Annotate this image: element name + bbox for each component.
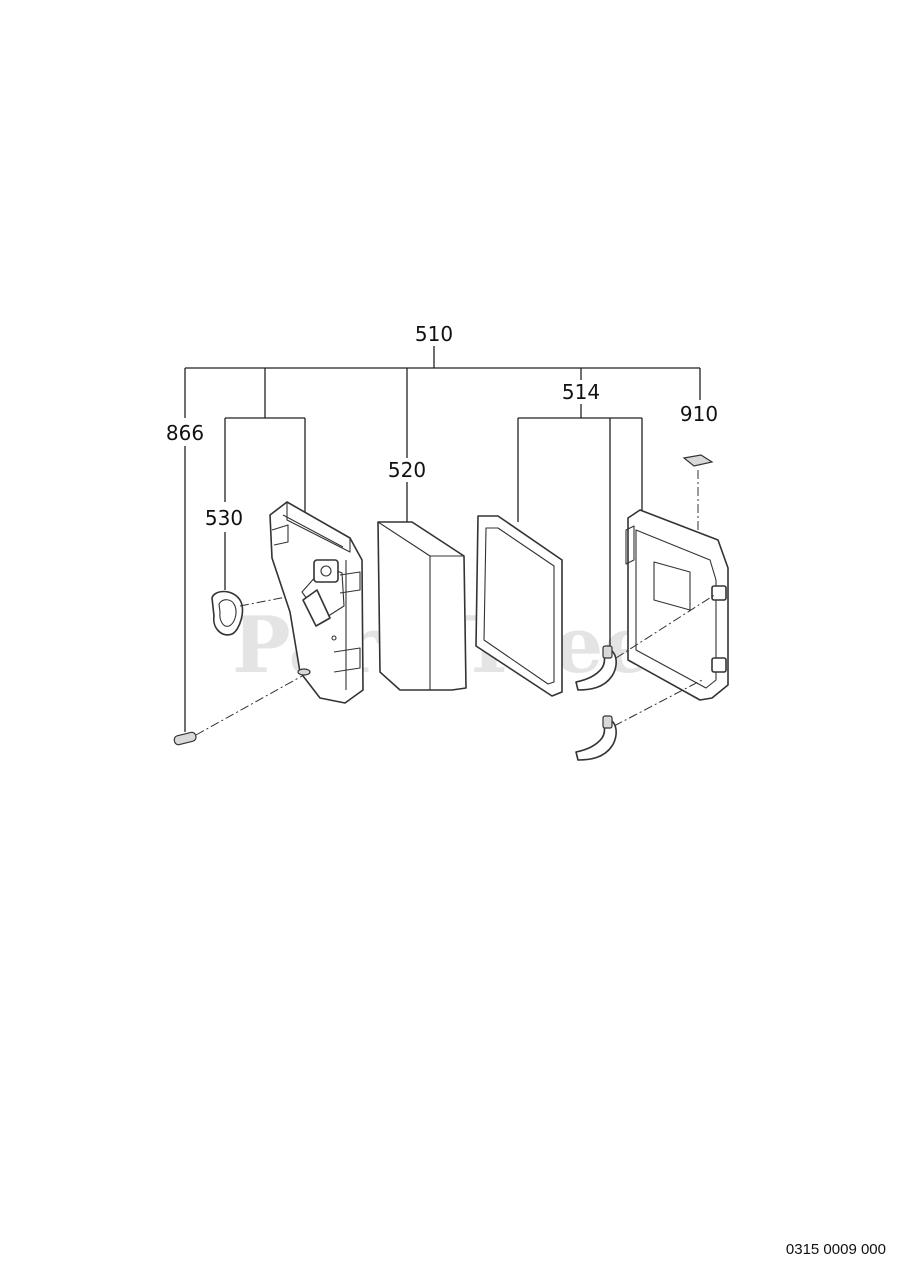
leader-lines <box>184 346 701 732</box>
foam-element-part <box>377 521 467 691</box>
callout-910: 910 <box>680 402 718 426</box>
drawing-code: 0315 0009 000 <box>785 1241 886 1258</box>
pin-part <box>173 675 303 746</box>
callout-530: 530 <box>205 506 243 530</box>
clip-parts <box>575 645 617 761</box>
callout-510: 510 <box>415 322 453 346</box>
air-cleaner-cover-part <box>613 509 729 727</box>
filter-frame-part <box>475 515 563 697</box>
air-cleaner-base-part <box>269 501 364 704</box>
callout-866: 866 <box>166 421 204 445</box>
label-part <box>682 454 714 530</box>
callout-514: 514 <box>562 380 600 404</box>
callout-520: 520 <box>388 458 426 482</box>
callouts: 510 514 520 530 866 910 <box>166 322 718 530</box>
gasket-part <box>211 590 313 636</box>
